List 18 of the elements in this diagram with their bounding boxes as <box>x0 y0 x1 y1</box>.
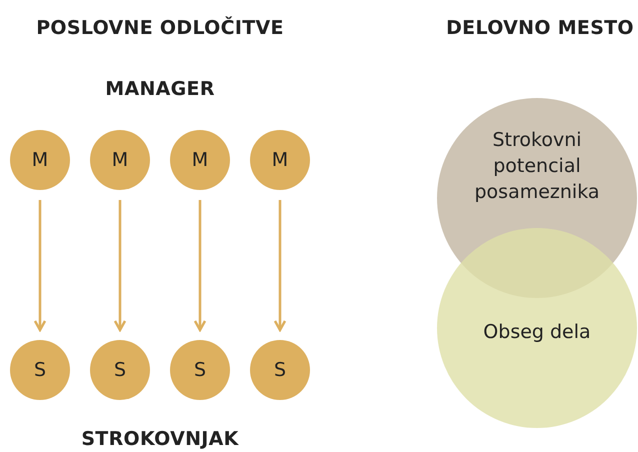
node-label: M <box>192 148 208 173</box>
node-label: M <box>112 148 128 173</box>
arrow <box>194 200 206 332</box>
arrow <box>274 200 286 332</box>
node-label: S <box>194 358 206 383</box>
node-label: S <box>114 358 126 383</box>
node-label: Strokovni potencial posameznika <box>473 128 601 205</box>
arrow <box>114 200 126 332</box>
heading: POSLOVNE ODLOČITVE <box>36 17 284 39</box>
heading: STROKOVNJAK <box>81 428 239 450</box>
node-label: Obseg dela <box>483 320 591 345</box>
node-label: M <box>272 148 288 173</box>
heading: MANAGER <box>105 78 215 100</box>
node-label: S <box>274 358 286 383</box>
arrow <box>34 200 46 332</box>
heading: DELOVNO MESTO <box>446 17 634 39</box>
node-label: S <box>34 358 46 383</box>
node-label: M <box>32 148 48 173</box>
